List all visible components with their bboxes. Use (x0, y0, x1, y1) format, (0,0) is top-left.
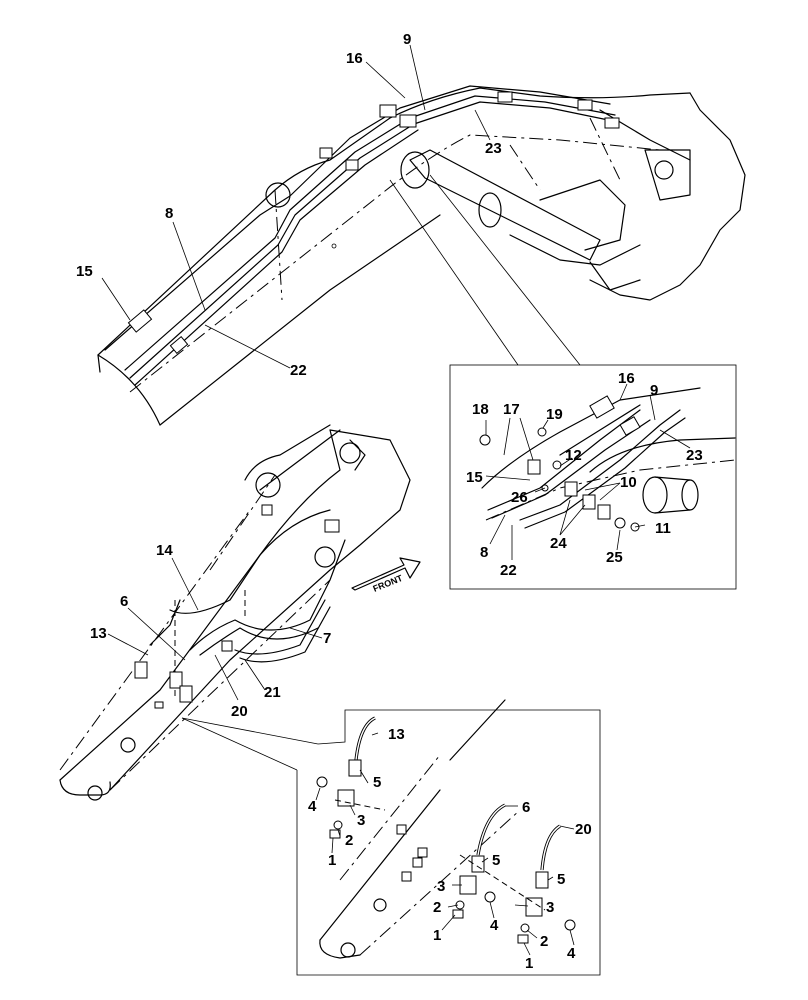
callout-18: 18 (472, 401, 489, 418)
callout-24: 24 (550, 535, 567, 552)
callout-6: 6 (522, 799, 530, 816)
callout-7: 7 (323, 630, 331, 647)
callout-23: 23 (686, 447, 703, 464)
callout-5: 5 (373, 774, 381, 791)
callout-11: 11 (655, 520, 671, 537)
detail-box-lower (296, 699, 601, 976)
callout-8: 8 (480, 544, 488, 561)
callout-9: 9 (403, 31, 411, 48)
callout-9: 9 (650, 382, 658, 399)
callout-4: 4 (567, 945, 576, 962)
callout-22: 22 (500, 562, 517, 579)
callout-16: 16 (618, 370, 635, 387)
callout-20: 20 (231, 703, 248, 720)
arm-view: FRONT (59, 424, 421, 801)
callout-2: 2 (345, 832, 353, 849)
callout-3: 3 (357, 812, 365, 829)
callout-5: 5 (492, 852, 500, 869)
callout-8: 8 (165, 205, 173, 222)
callout-15: 15 (76, 263, 93, 280)
callout-3: 3 (437, 878, 445, 895)
callout-4: 4 (490, 917, 499, 934)
callout-5: 5 (557, 871, 565, 888)
callout-13: 13 (388, 726, 405, 743)
callout-17: 17 (503, 401, 520, 418)
callout-22: 22 (290, 362, 307, 379)
callout-23: 23 (485, 140, 502, 157)
callout-2: 2 (540, 933, 548, 950)
callout-26: 26 (511, 489, 528, 506)
callout-13: 13 (90, 625, 107, 642)
callout-15: 15 (466, 469, 483, 486)
callout-3: 3 (546, 899, 554, 916)
callout-4: 4 (308, 798, 317, 815)
callout-14: 14 (156, 542, 173, 559)
callout-1: 1 (433, 927, 441, 944)
callout-1: 1 (525, 955, 533, 972)
callout-16: 16 (346, 50, 363, 67)
callout-1: 1 (328, 852, 336, 869)
callout-6: 6 (120, 593, 128, 610)
callout-2: 2 (433, 899, 441, 916)
upper-boom-view (97, 44, 746, 426)
front-arrow: FRONT (351, 557, 421, 594)
callout-25: 25 (606, 549, 623, 566)
callout-20: 20 (575, 821, 592, 838)
callout-19: 19 (546, 406, 563, 423)
callout-12: 12 (565, 447, 582, 464)
callout-labels: 9 16 23 8 15 22 16 9 18 17 19 23 12 15 2… (76, 31, 703, 972)
callout-21: 21 (264, 684, 281, 701)
callout-10: 10 (620, 474, 637, 491)
detail-box-upper (449, 364, 737, 590)
